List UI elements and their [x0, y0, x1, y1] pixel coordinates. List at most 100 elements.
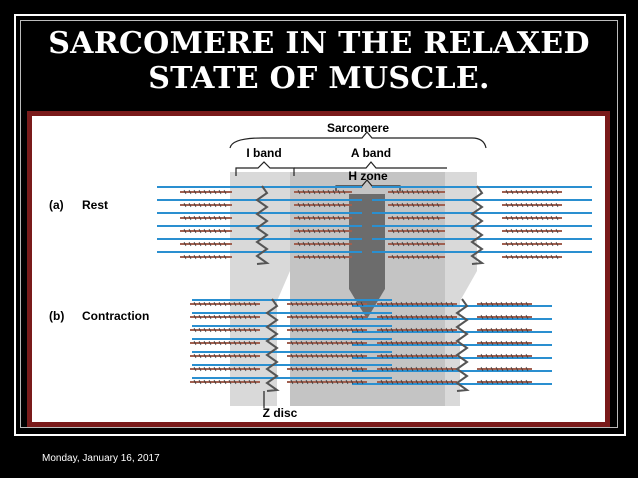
rest-thick-filament-outer-right-head: [525, 228, 529, 234]
rest-thick-filament-outer-left-head: [198, 202, 202, 208]
rest-thick-filament-a-right-head: [436, 254, 440, 260]
rest-thick-filament-outer-right-head: [505, 215, 509, 221]
rest-thick-filament-outer-right-head: [535, 189, 539, 195]
contraction-thick-filament-a-left-head: [350, 314, 354, 320]
rest-thick-filament-a-left-head: [322, 189, 326, 195]
contraction-thick-filament-a-left-head: [310, 353, 314, 359]
rest-thick-filament-outer-right-head: [545, 254, 549, 260]
slide-inner-frame: [20, 20, 618, 428]
rest-thick-filament-outer-right-head: [540, 202, 544, 208]
contraction-thick-filament-outer-left-head: [198, 340, 202, 346]
contraction-thick-filament-outer-left-head: [228, 379, 232, 385]
contraction-thick-filament-a-left-head: [295, 314, 299, 320]
rest-thick-filament-outer-left-head: [193, 254, 197, 260]
rest-thick-filament-a-right-head: [406, 228, 410, 234]
contraction-thick-filament-a-right-head: [385, 366, 389, 372]
contraction-thick-filament-outer-left-head: [248, 327, 252, 333]
rest-thick-filament-a-right-head: [391, 189, 395, 195]
rest-thick-filament-a-left-head: [337, 241, 341, 247]
contraction-thick-filament-outer-left-head: [228, 314, 232, 320]
contraction-thick-filament-outer-left-head: [223, 379, 227, 385]
contraction-thick-filament-a-right-head: [395, 314, 399, 320]
contraction-thick-filament-a-right-head: [415, 340, 419, 346]
contraction-thick-filament-a-right-head: [440, 340, 444, 346]
contraction-thick-filament-outer-right-head: [515, 314, 519, 320]
sarcomere-diagram: Sarcomere I band A band H zone (a) Rest …: [49, 121, 592, 420]
contraction-thick-filament-outer-left-head: [243, 366, 247, 372]
contraction-thick-filament-outer-right-head: [510, 301, 514, 307]
contraction-thick-filament-outer-left-head: [198, 353, 202, 359]
contraction-thick-filament-outer-right-head: [515, 353, 519, 359]
contraction-thick-filament-outer-right-head: [505, 366, 509, 372]
rest-thick-filament-a-left-head: [337, 189, 341, 195]
rest-thick-filament-outer-left-head: [218, 254, 222, 260]
contraction-thick-filament-outer-left-head: [238, 366, 242, 372]
rest-thick-filament-a-left-head: [327, 228, 331, 234]
contraction-thick-filament-outer-left-head: [228, 353, 232, 359]
contraction-thick-filament-outer-left-head: [228, 340, 232, 346]
contraction-thick-filament-a-right-head: [385, 327, 389, 333]
contraction-thick-filament-outer-left-head: [213, 314, 217, 320]
rest-thick-filament-a-right-head: [401, 215, 405, 221]
contraction-thick-filament-a-right-head: [380, 301, 384, 307]
rest-thick-filament-outer-right-head: [510, 189, 514, 195]
rest-thick-filament-a-left-head: [332, 254, 336, 260]
rest-thick-filament-a-right-head: [396, 202, 400, 208]
rest-thick-filament-a-right-head: [406, 254, 410, 260]
rest-thick-filament-a-right-head: [421, 189, 425, 195]
rest-thick-filament-a-left-head: [322, 254, 326, 260]
contraction-z-disc-left: [265, 298, 280, 392]
rest-thick-filament-outer-left-head: [223, 215, 227, 221]
rest-thick-filament-a-left-head: [302, 202, 306, 208]
contraction-thick-filament-outer-right-head: [490, 353, 494, 359]
rest-thick-filament-outer-right-head: [510, 202, 514, 208]
contraction-thick-filament-a-left-head: [345, 327, 349, 333]
contraction-thick-filament-a-left-head: [330, 379, 334, 385]
contraction-thick-filament-outer-right-head: [485, 327, 489, 333]
contraction-thick-filament-outer-left-head: [248, 301, 252, 307]
contraction-thick-filament-a-left-head: [330, 353, 334, 359]
contraction-thick-filament-outer-right-head: [480, 327, 484, 333]
contraction-thick-filament-a-left-head: [305, 314, 309, 320]
rest-thick-filament-a-left-head: [312, 215, 316, 221]
rest-thick-filament-a-right-head: [391, 202, 395, 208]
contraction-thick-filament-a-right-head: [440, 314, 444, 320]
rest-thick-filament-a-right-head: [431, 254, 435, 260]
label-contraction-letter: (b): [49, 309, 64, 323]
contraction-thick-filament-a-right-head: [450, 353, 454, 359]
rest-thick-filament-a-left-head: [327, 202, 331, 208]
contraction-thick-filament-a-left-head: [295, 353, 299, 359]
contraction-thick-filament-a-right-head: [430, 340, 434, 346]
contraction-thick-filament-outer-left-head: [248, 314, 252, 320]
rest-thick-filament-a-left-head: [312, 254, 316, 260]
contraction-thick-filament-outer-left-head: [253, 314, 257, 320]
contraction-thick-filament-outer-left-head: [233, 314, 237, 320]
contraction-thick-filament-outer-left-head: [223, 327, 227, 333]
contraction-thick-filament-outer-left-head: [233, 340, 237, 346]
contraction-thick-filament-a-left-head: [350, 327, 354, 333]
contraction-thick-filament-a-right-head: [440, 366, 444, 372]
contraction-thick-filament-outer-left-head: [223, 301, 227, 307]
rest-thick-filament-outer-left-head: [218, 215, 222, 221]
rest-thick-filament-outer-right-head: [555, 228, 559, 234]
contraction-thick-filament-a-right-head: [445, 301, 449, 307]
rest-thick-filament-a-right-head: [431, 228, 435, 234]
contraction-thick-filament-a-left-head: [290, 314, 294, 320]
contraction-thick-filament-a-left-head: [295, 301, 299, 307]
contraction-thick-filament-a-left-head: [290, 379, 294, 385]
contraction-thick-filament-a-left-head: [305, 301, 309, 307]
contraction-thick-filament-a-right-head: [435, 353, 439, 359]
contraction-thick-filament-outer-left-head: [238, 353, 242, 359]
contraction-thick-filament-a-left-head: [305, 379, 309, 385]
rest-thick-filament-a-left-head: [337, 254, 341, 260]
rest-thick-filament-a-left-head: [297, 215, 301, 221]
rest-thick-filament-outer-right-head: [555, 189, 559, 195]
label-z-disc: Z disc: [263, 406, 298, 420]
contraction-thick-filament-a-left-head: [335, 314, 339, 320]
contraction-thick-filament-a-left-head: [310, 366, 314, 372]
contraction-thick-filament-outer-right-head: [480, 314, 484, 320]
rest-thick-filament-outer-left-head: [203, 254, 207, 260]
rest-thick-filament-outer-right-head: [525, 215, 529, 221]
contraction-thick-filament-a-right-head: [425, 379, 429, 385]
contraction-thick-filament-a-right-head: [395, 366, 399, 372]
